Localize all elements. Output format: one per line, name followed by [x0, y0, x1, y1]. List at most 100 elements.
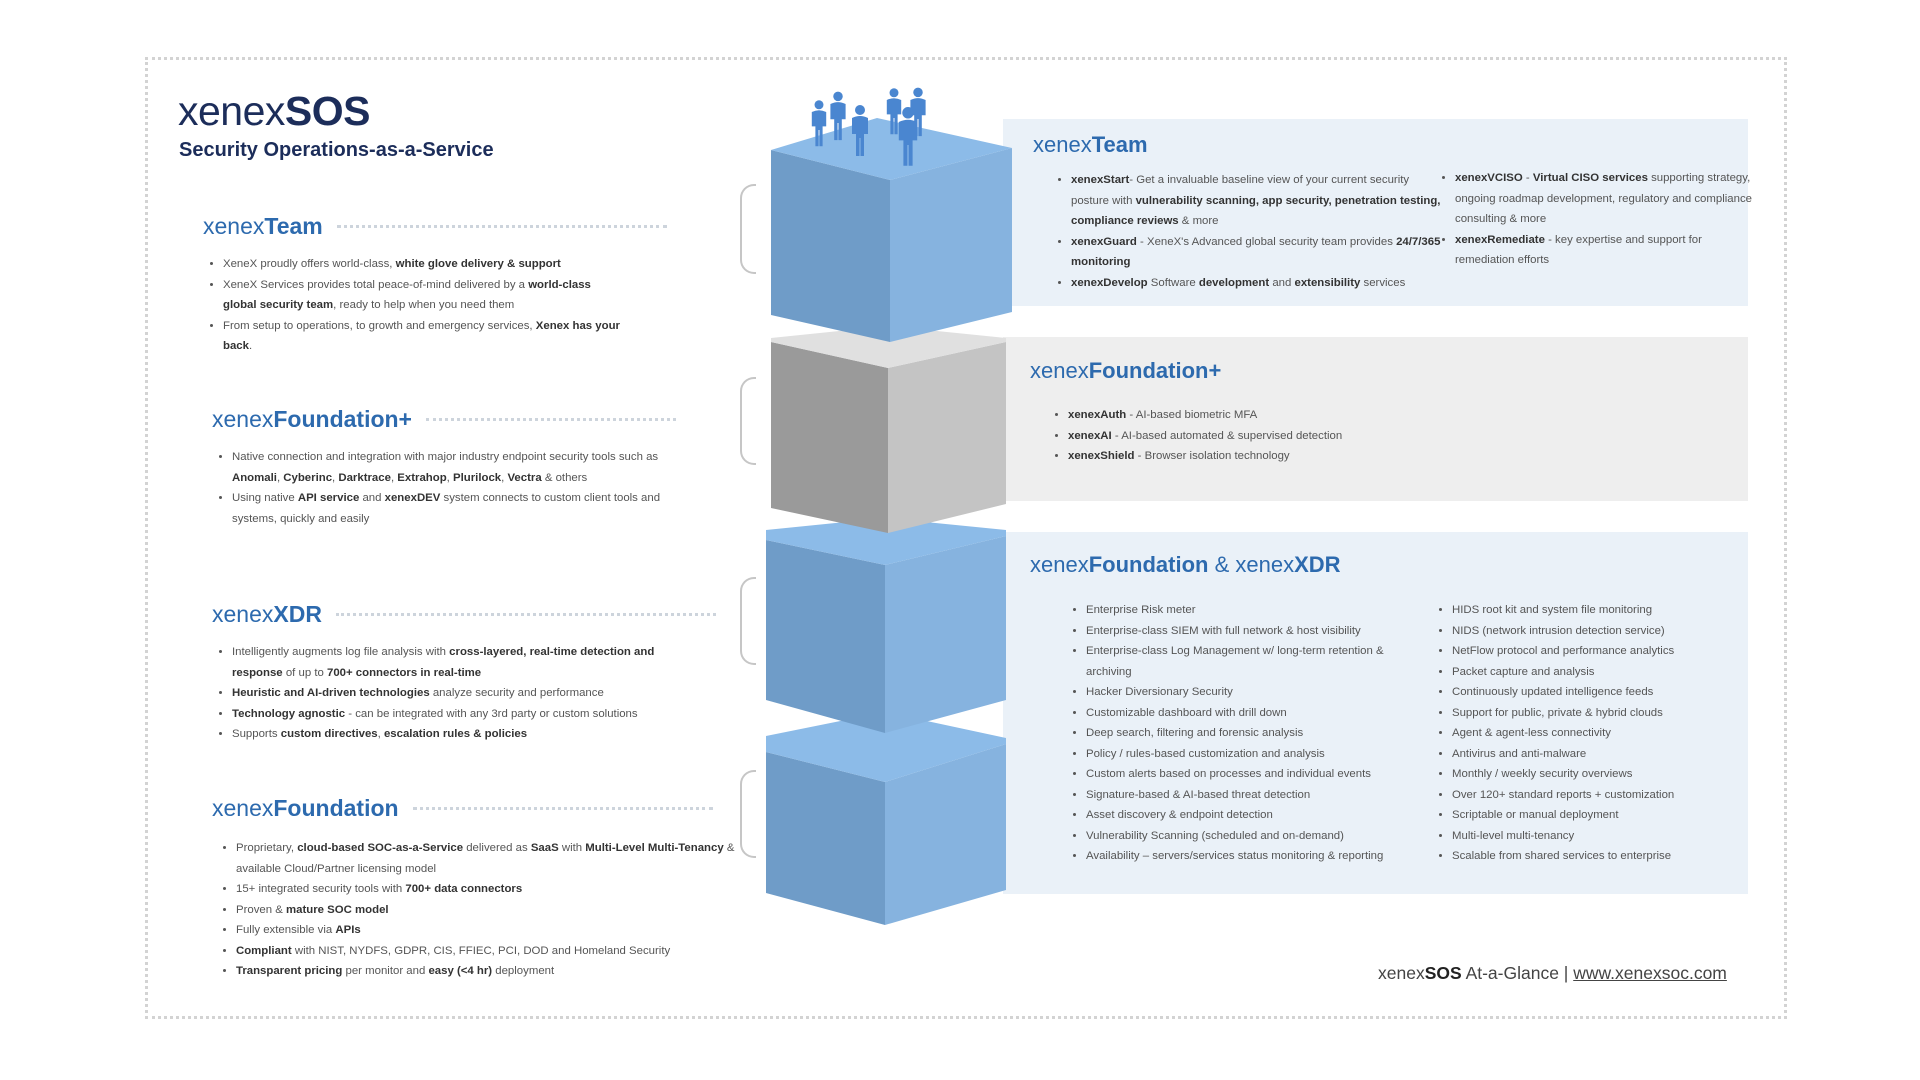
list-item: Signature-based & AI-based threat detect…: [1086, 785, 1426, 806]
cube-foundation-plus-right-face: [888, 342, 1006, 533]
dotted-connector: [336, 225, 667, 228]
list-item: Enterprise-class SIEM with full network …: [1086, 621, 1426, 642]
footer: xenexSOS At-a-Glance | www.xenexsoc.com: [1378, 963, 1727, 983]
list-item: Agent & agent-less connectivity: [1452, 723, 1752, 744]
left-section-foundation: xenexFoundation Proprietary, cloud-based…: [212, 795, 736, 982]
cube-xdr-left-face: [766, 540, 885, 733]
right-heading-foundation-plus: xenexFoundation+: [1030, 358, 1222, 383]
cube-foundation-plus-left-face: [771, 342, 888, 533]
list-item: From setup to operations, to growth and …: [223, 316, 623, 357]
list-item: Scalable from shared services to enterpr…: [1452, 846, 1752, 867]
list-item: Packet capture and analysis: [1452, 662, 1752, 683]
list-item: Supports custom directives, escalation r…: [232, 724, 672, 745]
brand-subtitle: Security Operations-as-a-Service: [179, 139, 494, 161]
list-item: XeneX Services provides total peace-of-m…: [223, 275, 623, 316]
list-item: Asset discovery & endpoint detection: [1086, 805, 1426, 826]
brace: [740, 770, 756, 858]
list-item: Continuously updated intelligence feeds: [1452, 682, 1752, 703]
list-item: Customizable dashboard with drill down: [1086, 703, 1426, 724]
list-item: Transparent pricing per monitor and easy…: [236, 961, 736, 982]
left-list-xdr: Intelligently augments log file analysis…: [212, 642, 672, 745]
dotted-connector: [426, 418, 676, 421]
person-figure: [852, 105, 868, 156]
brace: [740, 577, 756, 665]
right-panel-team: [1003, 119, 1748, 306]
website-link[interactable]: www.xenexsoc.com: [1573, 963, 1727, 983]
list-item: Monthly / weekly security overviews: [1452, 764, 1752, 785]
list-item: Proprietary, cloud-based SOC-as-a-Servic…: [236, 838, 736, 879]
list-item: 15+ integrated security tools with 700+ …: [236, 879, 736, 900]
right-list-team-col1: xenexStart- Get a invaluable baseline vi…: [1051, 170, 1441, 293]
dotted-connector: [412, 807, 713, 810]
cube-foundation-plus-top-face: [771, 326, 1006, 368]
list-item: Enterprise-class Log Management w/ long-…: [1086, 641, 1426, 682]
list-item: xenexDevelop Software development and ex…: [1071, 273, 1441, 294]
list-item: Heuristic and AI-driven technologies ana…: [232, 683, 672, 704]
left-list-team: XeneX proudly offers world-class, white …: [203, 254, 623, 357]
left-section-team: xenexTeam XeneX proudly offers world-cla…: [203, 213, 667, 357]
list-item: Custom alerts based on processes and ind…: [1086, 764, 1426, 785]
list-item: Scriptable or manual deployment: [1452, 805, 1752, 826]
brace: [740, 184, 756, 274]
person-figure: [886, 88, 902, 135]
list-item: Native connection and integration with m…: [232, 447, 672, 488]
right-heading-foundation-xdr: xenexFoundation & xenexXDR: [1030, 552, 1341, 577]
list-item: Enterprise Risk meter: [1086, 600, 1426, 621]
list-item: Antivirus and anti-malware: [1452, 744, 1752, 765]
person-figure: [811, 100, 827, 147]
list-item: xenexVCISO - Virtual CISO services suppo…: [1455, 168, 1755, 230]
list-item: Policy / rules-based customization and a…: [1086, 744, 1426, 765]
list-item: Support for public, private & hybrid clo…: [1452, 703, 1752, 724]
dotted-connector: [335, 613, 716, 616]
list-item: Compliant with NIST, NYDFS, GDPR, CIS, F…: [236, 941, 736, 962]
right-panel-foundation-plus: [1003, 337, 1748, 501]
team-people-icon: [811, 87, 926, 166]
left-list-foundation: Proprietary, cloud-based SOC-as-a-Servic…: [212, 838, 736, 982]
list-item: Intelligently augments log file analysis…: [232, 642, 672, 683]
list-item: Over 120+ standard reports + customizati…: [1452, 785, 1752, 806]
list-item: Multi-level multi-tenancy: [1452, 826, 1752, 847]
cube-team-right-face: [890, 148, 1012, 342]
list-item: Using native API service and xenexDEV sy…: [232, 488, 672, 529]
list-item: Fully extensible via APIs: [236, 920, 736, 941]
list-item: Hacker Diversionary Security: [1086, 682, 1426, 703]
right-list-foundation-plus: xenexAuth - AI-based biometric MFA xenex…: [1048, 405, 1668, 467]
list-item: Deep search, filtering and forensic anal…: [1086, 723, 1426, 744]
brand-title: xenexSOS: [178, 88, 371, 134]
cube-foundation-right-face: [885, 744, 1006, 925]
list-item: NIDS (network intrusion detection servic…: [1452, 621, 1752, 642]
cube-xdr-top-face: [766, 518, 1006, 565]
cube-foundation-top-face: [766, 712, 1006, 782]
right-list-team-col2: xenexVCISO - Virtual CISO services suppo…: [1435, 168, 1755, 271]
right-heading-team: xenexTeam: [1033, 132, 1148, 157]
cube-team-top-face: [771, 118, 1012, 180]
list-item: xenexStart- Get a invaluable baseline vi…: [1071, 170, 1441, 232]
person-figure: [830, 91, 846, 141]
brace: [740, 377, 756, 465]
list-item: XeneX proudly offers world-class, white …: [223, 254, 623, 275]
list-item: Vulnerability Scanning (scheduled and on…: [1086, 826, 1426, 847]
cube-team-left-face: [771, 150, 890, 342]
list-item: Proven & mature SOC model: [236, 900, 736, 921]
dotted-frame: [145, 57, 1787, 1019]
cube-foundation-left-face: [766, 752, 885, 925]
list-item: HIDS root kit and system file monitoring: [1452, 600, 1752, 621]
left-list-foundation-plus: Native connection and integration with m…: [212, 447, 672, 529]
list-item: xenexGuard - XeneX's Advanced global sec…: [1071, 232, 1441, 273]
right-panel-foundation-xdr: [1003, 532, 1748, 894]
list-item: xenexRemediate - key expertise and suppo…: [1455, 230, 1755, 271]
left-section-foundation-plus: xenexFoundation+ Native connection and i…: [212, 406, 676, 529]
person-figure: [898, 107, 918, 166]
right-list-foundation-xdr-col2: HIDS root kit and system file monitoring…: [1432, 600, 1752, 867]
list-item: Technology agnostic - can be integrated …: [232, 704, 672, 725]
list-item: NetFlow protocol and performance analyti…: [1452, 641, 1752, 662]
list-item: xenexShield - Browser isolation technolo…: [1068, 446, 1668, 467]
left-section-xdr: xenexXDR Intelligently augments log file…: [212, 601, 716, 745]
list-item: xenexAuth - AI-based biometric MFA: [1068, 405, 1668, 426]
cube-xdr-right-face: [885, 536, 1006, 733]
